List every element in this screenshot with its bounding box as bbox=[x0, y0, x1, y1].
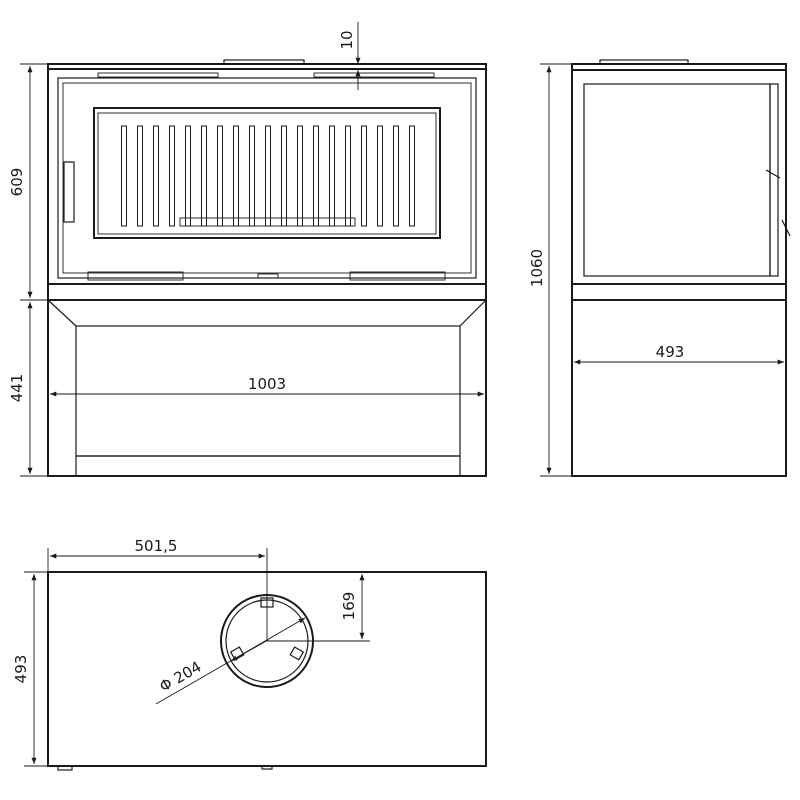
dim-label-top-gap: 10 bbox=[338, 30, 356, 49]
grate-bar bbox=[409, 125, 415, 227]
grate-bar bbox=[297, 125, 303, 227]
log-holder bbox=[179, 217, 356, 227]
side-middle-strip bbox=[571, 283, 787, 301]
grate-bar bbox=[265, 125, 271, 227]
air-control-left bbox=[87, 271, 184, 281]
dim-label-flue-center-x: 501,5 bbox=[135, 537, 178, 555]
grate-bar bbox=[217, 125, 223, 227]
grate-bar bbox=[249, 125, 255, 227]
middle-strip bbox=[47, 283, 487, 301]
dim-label-total-height: 1060 bbox=[528, 249, 546, 287]
grate-bar bbox=[393, 125, 399, 227]
grate-bar bbox=[329, 125, 335, 227]
dim-label-top-depth: 493 bbox=[12, 655, 30, 684]
side-door-profile bbox=[769, 83, 779, 277]
air-control-right bbox=[349, 271, 446, 281]
grate-bar bbox=[233, 125, 239, 227]
badge-plate bbox=[257, 273, 279, 279]
base-body bbox=[47, 299, 487, 477]
grate-bar bbox=[201, 125, 207, 227]
grate-bar bbox=[185, 125, 191, 227]
door-inner-frame bbox=[62, 82, 472, 274]
side-upper-body bbox=[571, 69, 787, 285]
top-vent-left bbox=[97, 72, 219, 78]
grate-bars bbox=[121, 125, 415, 227]
dim-label-side-depth: 493 bbox=[656, 343, 685, 361]
side-inner bbox=[583, 83, 771, 277]
grate-bar bbox=[121, 125, 127, 227]
dim-label-base-height: 441 bbox=[8, 374, 26, 403]
dim-label-flue-center-y: 169 bbox=[340, 592, 358, 621]
front-view: 10 609 441 1003 bbox=[8, 22, 487, 477]
top-vent-right bbox=[313, 72, 435, 78]
door-handle bbox=[63, 161, 75, 223]
side-base bbox=[571, 299, 787, 477]
top-view: 501,5 169 493 Φ 204 bbox=[12, 537, 487, 771]
glass-window bbox=[93, 107, 441, 239]
glass-inner bbox=[97, 112, 437, 235]
grate-bar bbox=[377, 125, 383, 227]
grate-bar bbox=[313, 125, 319, 227]
dim-label-width: 1003 bbox=[248, 375, 286, 393]
dim-label-firebox-height: 609 bbox=[8, 168, 26, 197]
dim-line-flue-diameter bbox=[155, 617, 306, 705]
grate-bar bbox=[169, 125, 175, 227]
grate-bar bbox=[281, 125, 287, 227]
side-view: 1060 493 bbox=[528, 59, 791, 477]
grate-bar bbox=[137, 125, 143, 227]
grate-bar bbox=[345, 125, 351, 227]
grate-bar bbox=[361, 125, 367, 227]
grate-bar bbox=[153, 125, 159, 227]
